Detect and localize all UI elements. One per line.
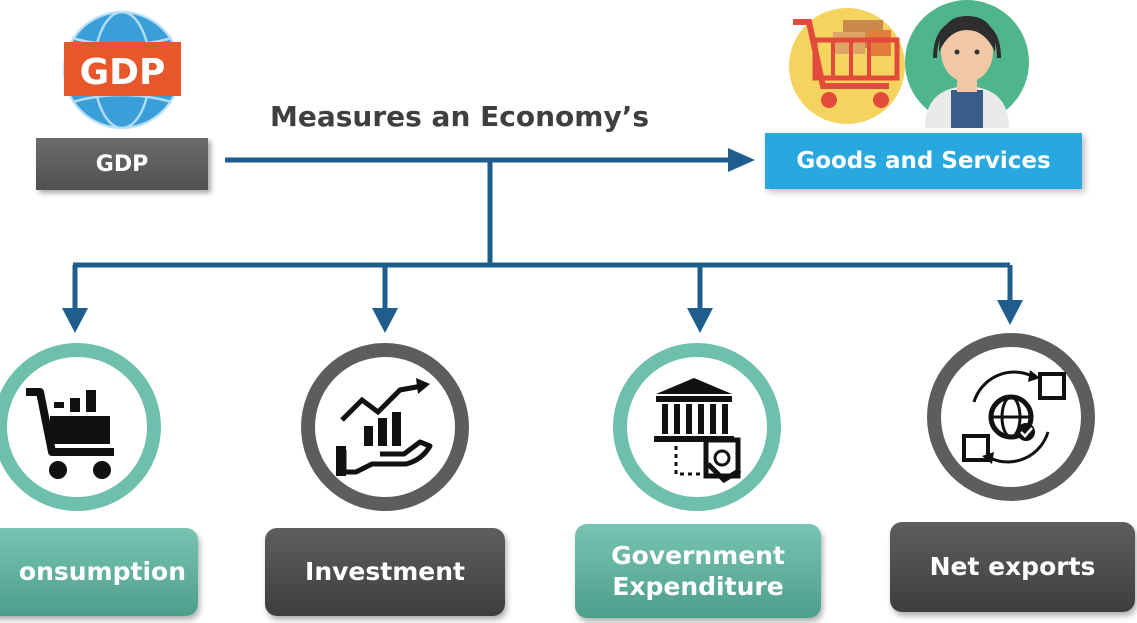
arrowhead-government (687, 308, 713, 333)
gdp-globe-logo: GDP (62, 10, 182, 130)
growth-hand-icon (336, 378, 433, 476)
gdp-logo-text: GDP (80, 52, 166, 93)
bank-money-icon (654, 378, 742, 484)
measures-label: Measures an Economy’s (270, 100, 649, 133)
shopping-cart-goods-icon (789, 8, 905, 124)
gdp-label: GDP (36, 138, 208, 190)
service-worker-icon (905, 0, 1029, 128)
shopping-cart-chart-icon (26, 388, 114, 479)
global-trade-icon (962, 370, 1066, 464)
government-circle (613, 343, 781, 511)
arrowhead-investment (372, 308, 398, 333)
investment-label: Investment (265, 528, 505, 616)
netexports-label: Net exports (890, 522, 1135, 612)
consumption-circle (0, 343, 161, 511)
netexports-circle (927, 333, 1095, 501)
arrowhead-goods (728, 148, 755, 172)
arrowhead-consumption (62, 308, 88, 333)
goods-services-illustration (789, 0, 1029, 128)
government-label: Government Expenditure (575, 524, 821, 618)
investment-circle (301, 343, 469, 511)
goods-services-label: Goods and Services (765, 133, 1082, 189)
consumption-label: onsumption (0, 528, 198, 616)
arrowhead-netexports (997, 300, 1023, 325)
